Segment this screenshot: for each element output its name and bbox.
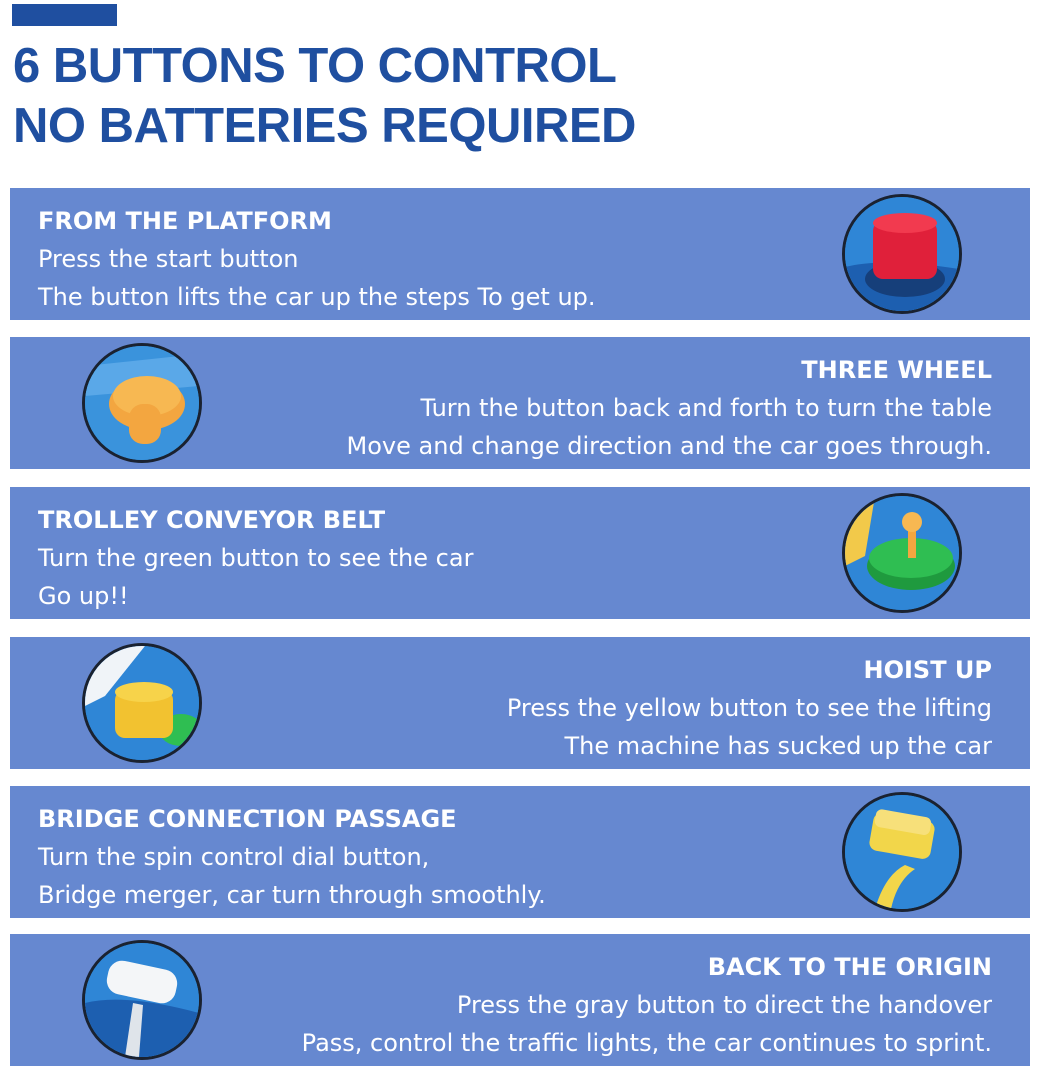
panel-line: The button lifts the car up the steps To… [38, 283, 596, 311]
orange-knob-icon [82, 343, 202, 463]
panel-line: Turn the spin control dial button, [38, 843, 430, 871]
panel-line: Press the yellow button to see the lifti… [506, 694, 992, 722]
panel-line: Press the gray button to direct the hand… [456, 991, 992, 1019]
yellow-lever-icon [842, 792, 962, 912]
panel-text: THREE WHEEL Turn the button back and for… [347, 351, 992, 465]
panel-text: BRIDGE CONNECTION PASSAGE Turn the spin … [38, 800, 546, 914]
panel-line: Turn the button back and forth to turn t… [420, 394, 992, 422]
panel-line: Bridge merger, car turn through smoothly… [38, 881, 546, 909]
panel-title: FROM THE PLATFORM [38, 207, 332, 235]
panel-line: The machine has sucked up the car [564, 732, 992, 760]
panel-hoist-up: HOIST UP Press the yellow button to see … [10, 637, 1030, 769]
headline-line-2: NO BATTERIES REQUIRED [13, 99, 636, 153]
panel-line: Turn the green button to see the car [38, 544, 474, 572]
panel-text: BACK TO THE ORIGIN Press the gray button… [302, 948, 992, 1062]
panel-line: Press the start button [38, 245, 299, 273]
panel-text: HOIST UP Press the yellow button to see … [507, 651, 992, 765]
accent-bar [12, 4, 117, 26]
panel-from-the-platform: FROM THE PLATFORM Press the start button… [10, 188, 1030, 320]
panel-three-wheel: THREE WHEEL Turn the button back and for… [10, 337, 1030, 469]
panel-title: BACK TO THE ORIGIN [707, 953, 992, 981]
panel-trolley-conveyor-belt: TROLLEY CONVEYOR BELT Turn the green but… [10, 487, 1030, 619]
panel-text: FROM THE PLATFORM Press the start button… [38, 202, 596, 316]
headline: 6 BUTTONS TO CONTROL NO BATTERIES REQUIR… [13, 36, 636, 156]
panel-title: TROLLEY CONVEYOR BELT [38, 506, 386, 534]
red-button-icon [842, 194, 962, 314]
headline-line-1: 6 BUTTONS TO CONTROL [13, 39, 617, 93]
panel-text: TROLLEY CONVEYOR BELT Turn the green but… [38, 501, 473, 615]
panel-title: HOIST UP [863, 656, 992, 684]
yellow-button-icon [82, 643, 202, 763]
gray-lever-icon [82, 940, 202, 1060]
panel-back-to-the-origin: BACK TO THE ORIGIN Press the gray button… [10, 934, 1030, 1066]
panel-title: BRIDGE CONNECTION PASSAGE [38, 805, 457, 833]
panel-line: Move and change direction and the car go… [346, 432, 992, 460]
panel-title: THREE WHEEL [801, 356, 992, 384]
panel-line: Pass, control the traffic lights, the ca… [301, 1029, 992, 1057]
panel-line: Go up!! [38, 582, 129, 610]
green-dial-icon [842, 493, 962, 613]
panel-bridge-connection-passage: BRIDGE CONNECTION PASSAGE Turn the spin … [10, 786, 1030, 918]
